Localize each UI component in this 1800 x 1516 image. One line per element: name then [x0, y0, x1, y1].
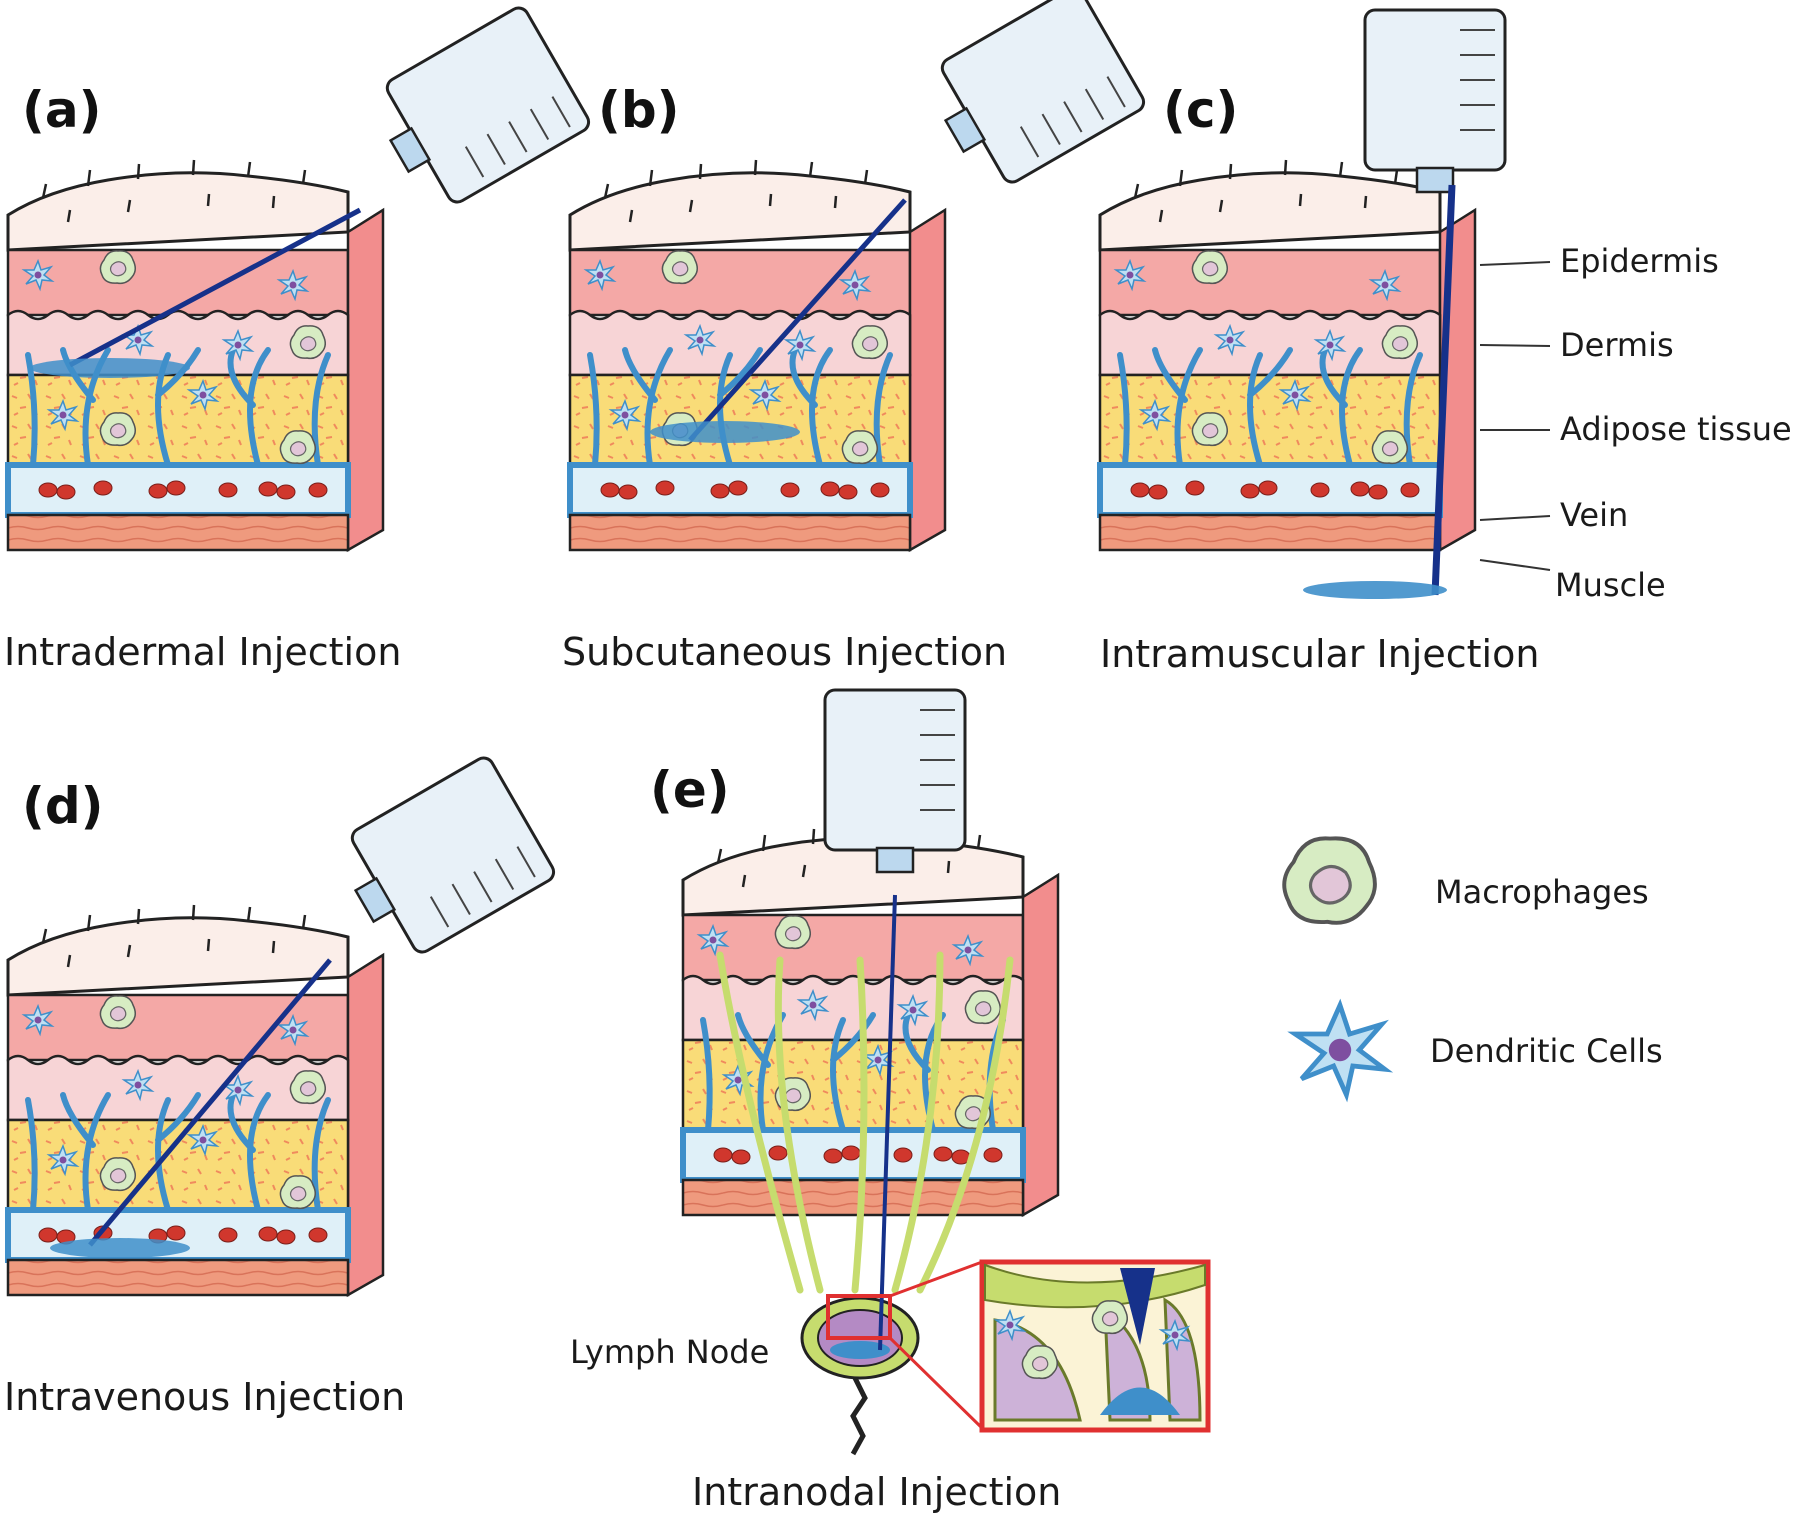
zoom-inset: [979, 1259, 1211, 1433]
panel-b-caption: Subcutaneous Injection: [562, 630, 1007, 674]
panel-c: (c) Intramuscular Injection: [1100, 8, 1539, 676]
panel-d: (d) Intravenous Injection: [4, 752, 559, 1419]
label-dermis: Dermis: [1560, 326, 1674, 364]
layer-leader-lines: [1479, 261, 1551, 571]
lymph-node-label: Lymph Node: [570, 1333, 769, 1371]
legend: Macrophages Dendritic Cells: [1282, 836, 1663, 1095]
panel-d-letter: (d): [22, 777, 104, 835]
panel-d-caption: Intravenous Injection: [4, 1375, 405, 1419]
panel-a-letter: (a): [22, 81, 101, 139]
label-vein: Vein: [1560, 496, 1628, 534]
panel-c-letter: (c): [1163, 81, 1238, 139]
legend-macrophages: Macrophages: [1435, 873, 1649, 911]
panel-c-caption: Intramuscular Injection: [1100, 632, 1539, 676]
panel-b: (b) Subcutaneous Injection: [562, 0, 1149, 674]
panel-e-caption: Intranodal Injection: [692, 1470, 1061, 1514]
panel-e: (e) Lymph Node Intranodal Injection: [570, 688, 1211, 1514]
zoom-source-box: [826, 1294, 892, 1340]
lymph-vessels: [716, 951, 1014, 1294]
panel-a-caption: Intradermal Injection: [4, 630, 401, 674]
panel-e-letter: (e): [650, 761, 730, 819]
panel-a: (a) Intradermal Injection: [4, 2, 594, 674]
macrophage-icon: [1282, 836, 1377, 925]
legend-dendritic-cells: Dendritic Cells: [1430, 1032, 1663, 1070]
panel-b-letter: (b): [598, 81, 680, 139]
label-adipose-tissue: Adipose tissue: [1560, 410, 1792, 448]
label-muscle: Muscle: [1555, 566, 1666, 604]
dendritic-cell-icon: [1295, 1005, 1385, 1095]
label-epidermis: Epidermis: [1560, 242, 1719, 280]
